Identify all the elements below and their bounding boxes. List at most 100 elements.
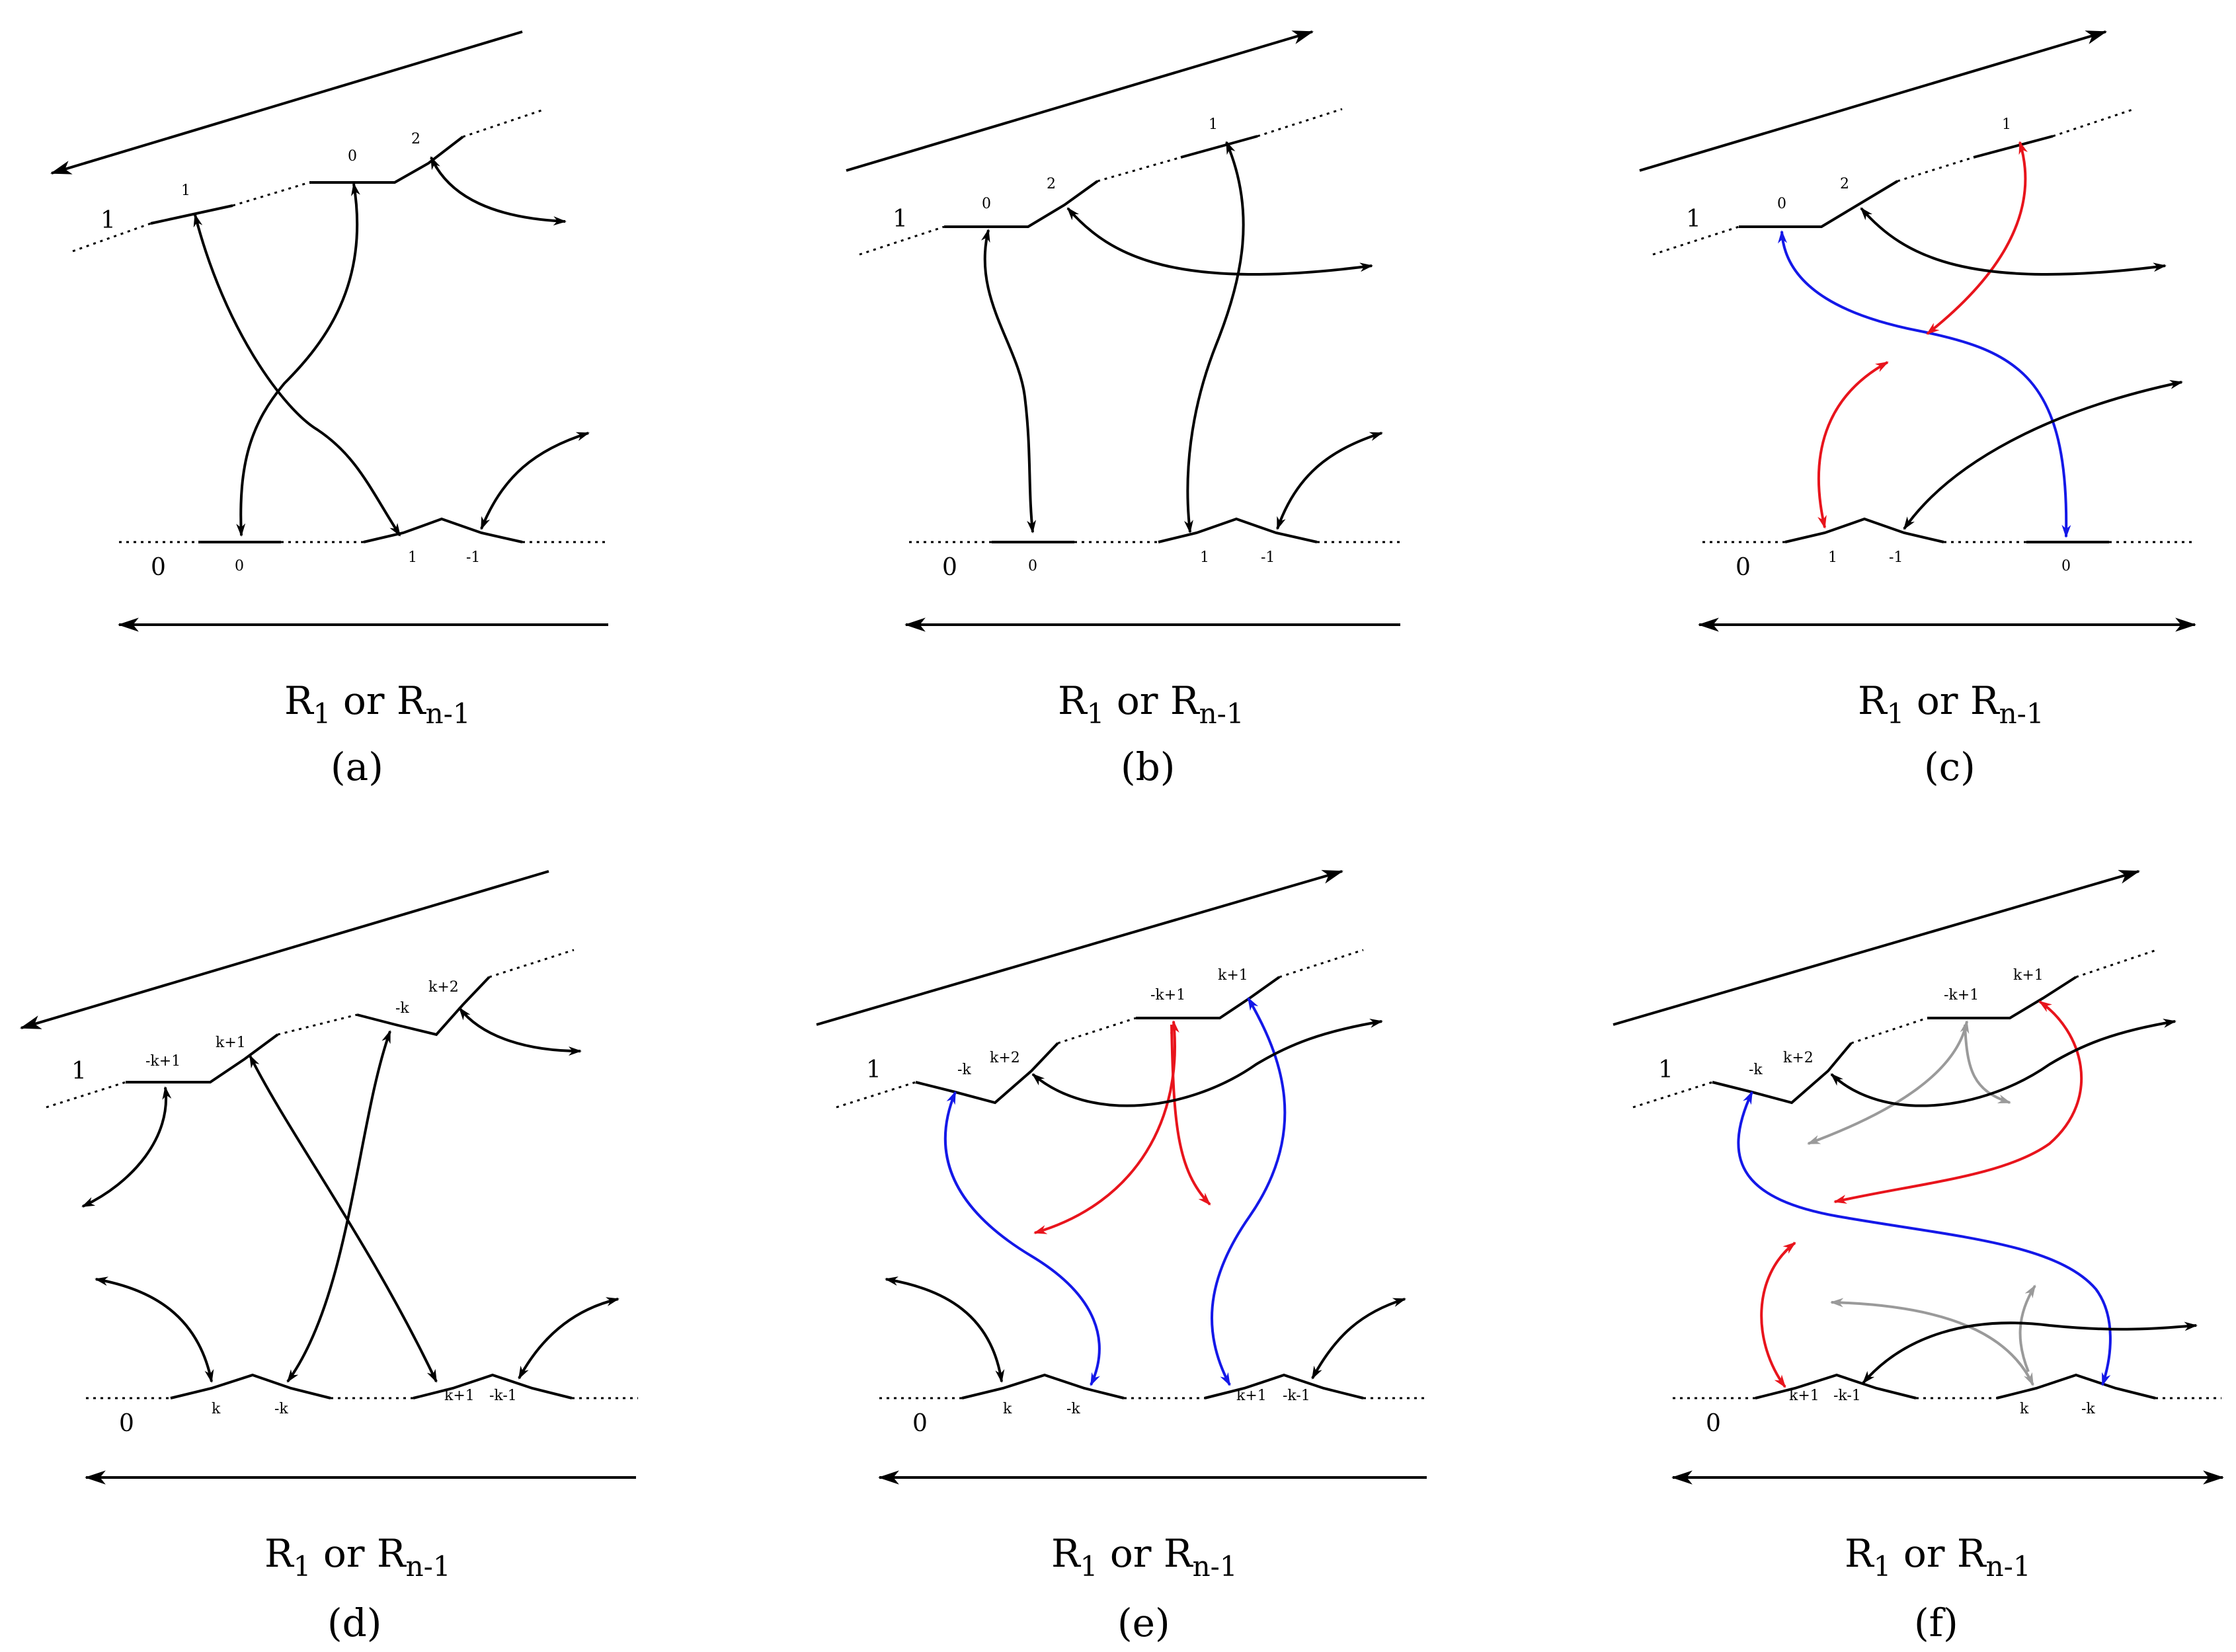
panel-f: 1 -k k+2 -k+1 k+1 0 k+1 -k-1 k -k R1 or …: [1613, 870, 2225, 1645]
red-arrow: [1926, 141, 2028, 335]
bottom-label: 0: [2061, 558, 2071, 574]
side-arrow: [480, 432, 590, 530]
top-strand: [126, 976, 491, 1083]
bottom-label: -k: [274, 1401, 288, 1417]
bottom-label: -k: [1066, 1401, 1080, 1417]
bottom-label: k: [212, 1401, 221, 1417]
top-label: 2: [1840, 176, 1849, 192]
top-strand-label: 1: [1658, 1056, 1673, 1083]
top-strand: [1739, 135, 2054, 228]
top-strand-dotted: [836, 949, 1364, 1109]
top-label: 0: [1777, 196, 1786, 212]
top-long-arrow: [19, 870, 549, 1029]
top-label: k+2: [428, 979, 459, 996]
top-strand-label: 1: [100, 207, 116, 234]
top-label: -k: [957, 1062, 971, 1078]
bottom-strand-label: 0: [119, 1410, 134, 1437]
top-strand-dotted: [46, 949, 575, 1109]
bottom-label: -k: [2081, 1401, 2095, 1417]
caption: R1 or Rn-1: [264, 1531, 451, 1583]
bottom-strand-label: 0: [942, 554, 957, 581]
bottom-strand: [992, 517, 1318, 543]
top-strand-label: 1: [866, 1056, 881, 1083]
caption: R1 or Rn-1: [1858, 678, 2044, 730]
panel-label: (a): [331, 744, 383, 789]
panel-a: 1 1 0 2 0 0 1 -1 R1 or Rn-1 (a): [50, 30, 608, 789]
crossing-arrow: [236, 182, 360, 537]
bottom-label: k+1: [444, 1388, 475, 1404]
top-strand: [944, 135, 1258, 228]
side-arrow: [1276, 432, 1383, 530]
caption: R1 or Rn-1: [1845, 1531, 2031, 1583]
bottom-label: 1: [408, 549, 417, 566]
bottom-label: 1: [1828, 549, 1837, 566]
side-arrow: [81, 1086, 172, 1208]
panel-label: (e): [1117, 1600, 1170, 1645]
side-arrow: [458, 1007, 582, 1056]
top-label: k+1: [2013, 967, 2044, 984]
vertical-arrow: [1183, 141, 1245, 533]
caption: R1 or Rn-1: [1058, 678, 1244, 730]
bottom-strand-label: 0: [1736, 554, 1751, 581]
bottom-label: 1: [1200, 549, 1209, 566]
top-strand: [150, 136, 464, 225]
gray-arrow: [2018, 1284, 2036, 1372]
top-label: 1: [2002, 116, 2011, 133]
bottom-label: 0: [1028, 558, 1037, 574]
gray-arrow: [1964, 1024, 2011, 1104]
bottom-label: 0: [235, 558, 244, 574]
bottom-label: -k-1: [489, 1388, 517, 1404]
bottom-strand: [1784, 517, 2109, 543]
top-strand: [1712, 976, 2077, 1105]
caption: R1 or Rn-1: [284, 678, 471, 730]
panel-b: 1 0 2 1 0 0 1 -1 R1 or Rn-1 (b): [846, 30, 1402, 789]
panel-label: (d): [327, 1600, 381, 1645]
red-arrow: [1033, 1020, 1179, 1234]
side-arrow: [1066, 207, 1373, 276]
blue-arrow: [943, 1091, 1101, 1386]
panel-label: (c): [1924, 744, 1976, 789]
panel-label: (b): [1121, 744, 1175, 789]
side-arrow: [430, 156, 567, 226]
top-label: 1: [181, 182, 190, 199]
bottom-label: -1: [1889, 549, 1903, 566]
top-long-arrow: [1639, 30, 2108, 172]
bottom-label: -k-1: [1833, 1388, 1861, 1404]
top-label: -k+1: [1944, 987, 1979, 1003]
top-label: 1: [1209, 116, 1218, 133]
side-arrow: [1903, 379, 2183, 530]
top-label: 2: [411, 131, 420, 147]
top-label: k+2: [990, 1050, 1020, 1066]
bottom-strand-label: 0: [1706, 1410, 1721, 1437]
bottom-strand: [198, 517, 523, 543]
top-long-arrow: [846, 30, 1314, 172]
top-long-arrow: [1613, 870, 2141, 1026]
bottom-strand-label: 0: [151, 554, 166, 581]
blue-arrow: [1778, 230, 2071, 538]
bottom-label: -1: [466, 549, 480, 566]
caption: R1 or Rn-1: [1051, 1531, 1238, 1583]
top-label: k+1: [1218, 967, 1248, 984]
bottom-label: k: [1003, 1401, 1012, 1417]
top-label: k+1: [216, 1035, 246, 1051]
side-arrow: [1311, 1298, 1406, 1380]
side-arrow: [1862, 1321, 2198, 1384]
top-strand-label: 1: [1686, 206, 1701, 233]
bottom-label: -k-1: [1283, 1388, 1310, 1404]
top-label: 0: [982, 196, 991, 212]
bottom-label: -1: [1261, 549, 1275, 566]
top-label: 0: [348, 148, 357, 165]
top-strand-dotted: [72, 108, 546, 253]
top-label: -k+1: [145, 1053, 180, 1070]
panel-d: 1 -k+1 k+1 -k k+2 0 k -k k+1 -k-1 R1 or …: [19, 870, 638, 1645]
side-arrow: [1031, 1019, 1383, 1107]
panel-e: 1 -k k+2 -k+1 k+1 0 k -k k+1 -k-1 R1 or …: [816, 870, 1428, 1645]
top-label: -k+1: [1150, 987, 1185, 1003]
top-strand-dotted: [1652, 108, 2135, 256]
side-arrow: [95, 1277, 214, 1383]
top-strand-dotted: [1632, 949, 2157, 1109]
panel-label: (f): [1914, 1600, 1958, 1645]
top-long-arrow: [816, 870, 1344, 1026]
top-long-arrow: [50, 30, 523, 175]
